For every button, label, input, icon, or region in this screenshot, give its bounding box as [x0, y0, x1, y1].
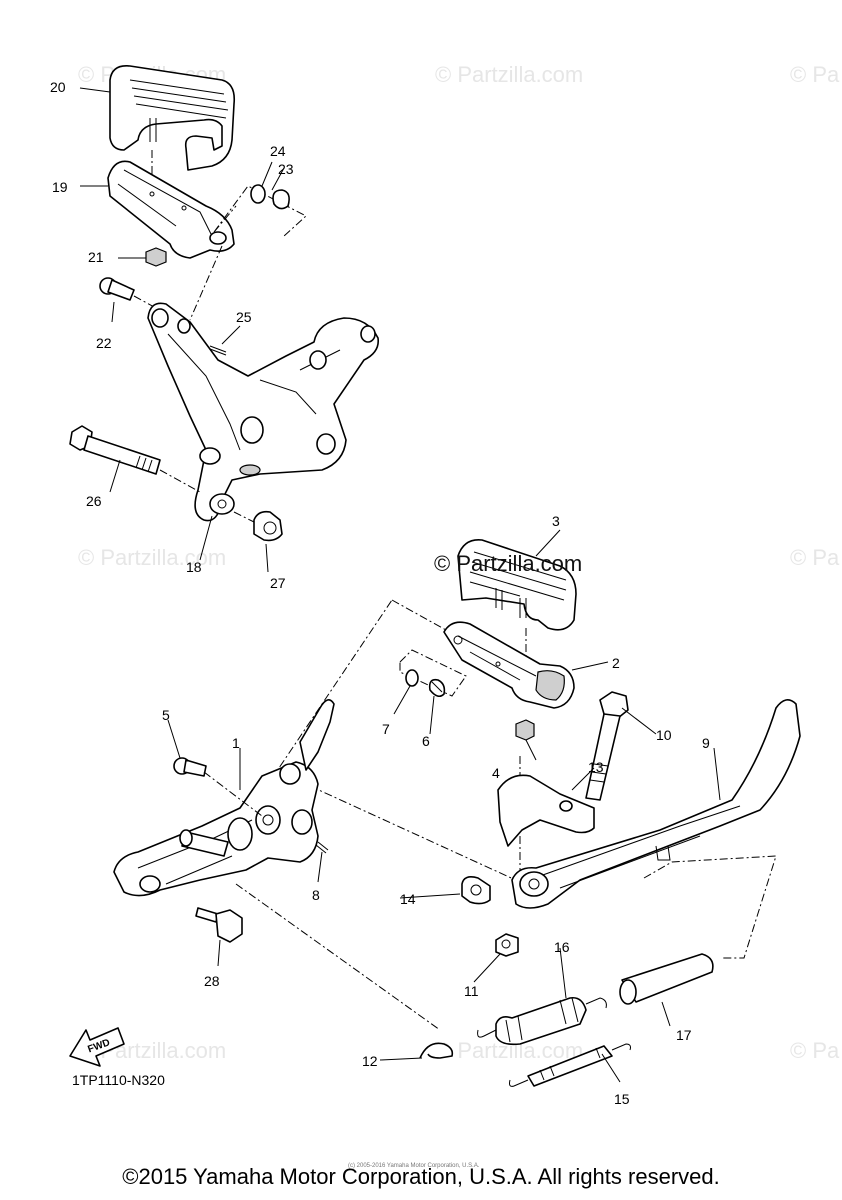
callout-5: 5: [162, 707, 170, 723]
callout-23: 23: [278, 161, 294, 177]
callout-18: 18: [186, 559, 202, 575]
callout-2: 2: [612, 655, 620, 671]
callout-7: 7: [382, 721, 390, 737]
callout-1: 1: [232, 735, 240, 751]
part-18-bracket-plate: [147, 302, 380, 522]
callout-3: 3: [552, 513, 560, 529]
watermark: © Partzilla.com: [435, 62, 584, 87]
part-21-nut: [145, 247, 167, 267]
callout-27: 27: [270, 575, 286, 591]
callout-12: 12: [362, 1053, 378, 1069]
callout-4: 4: [492, 765, 500, 781]
part-9-sidestand: [511, 699, 801, 909]
callout-15: 15: [614, 1091, 630, 1107]
part-3-footrest-rubber: [457, 539, 577, 631]
callout-20: 20: [50, 79, 66, 95]
callout-28: 28: [204, 973, 220, 989]
part-number: 1TP1110-N320: [72, 1072, 165, 1088]
callout-10: 10: [656, 727, 672, 743]
part-11-nut: [495, 933, 519, 957]
part-2-footrest: [443, 621, 575, 709]
fwd-arrow-icon: FWD: [69, 1027, 125, 1067]
part-10-bolt: [585, 691, 629, 801]
part-1-footrest-bracket: [113, 699, 335, 897]
part-5-pin: [173, 757, 207, 777]
part-7-collar: [405, 669, 419, 687]
watermark: © Partzilla.com: [78, 545, 227, 570]
part-6-spring: [428, 678, 446, 698]
callout-25: 25: [236, 309, 252, 325]
watermark: © Pa: [790, 62, 840, 87]
small-copyright: (c) 2005-2016 Yamaha Motor Corporation, …: [348, 1163, 480, 1169]
watermark-prominent: © Partzilla.com: [434, 551, 583, 576]
part-12-clip: [419, 1042, 454, 1059]
part-23-clip: [272, 189, 290, 210]
watermark: © Pa: [790, 545, 840, 570]
callout-19: 19: [52, 179, 68, 195]
part-28-bolt: [195, 907, 243, 943]
callout-8: 8: [312, 887, 320, 903]
part-19-footrest-bracket: [107, 160, 235, 259]
part-4-nut: [515, 719, 535, 741]
copyright-footer: ©2015 Yamaha Motor Corporation, U.S.A. A…: [122, 1164, 720, 1189]
part-15-spring: [509, 1043, 631, 1087]
part-22-pin: [99, 277, 135, 301]
callout-13: 13: [588, 759, 604, 775]
callout-11: 11: [464, 983, 479, 999]
part-8-cotter-pin: [315, 841, 329, 854]
callout-21: 21: [88, 249, 104, 265]
callout-16: 16: [554, 939, 570, 955]
callout-9: 9: [702, 735, 710, 751]
part-27-collar: [253, 510, 283, 542]
part-20-footrest-rubber: [109, 64, 236, 171]
watermark: © Pa: [790, 1038, 840, 1063]
part-16-spring: [477, 996, 607, 1046]
part-14-collar: [461, 876, 491, 905]
part-25-cotter-pin: [209, 345, 227, 356]
callout-6: 6: [422, 733, 430, 749]
callout-26: 26: [86, 493, 102, 509]
callout-22: 22: [96, 335, 112, 351]
part-26-bolt: [69, 425, 161, 475]
part-17-sleeve: [619, 953, 714, 1005]
callout-24: 24: [270, 143, 286, 159]
callout-17: 17: [676, 1027, 692, 1043]
part-24-collar: [250, 184, 266, 204]
callout-14: 14: [400, 891, 416, 907]
part-13-plate: [497, 774, 595, 847]
